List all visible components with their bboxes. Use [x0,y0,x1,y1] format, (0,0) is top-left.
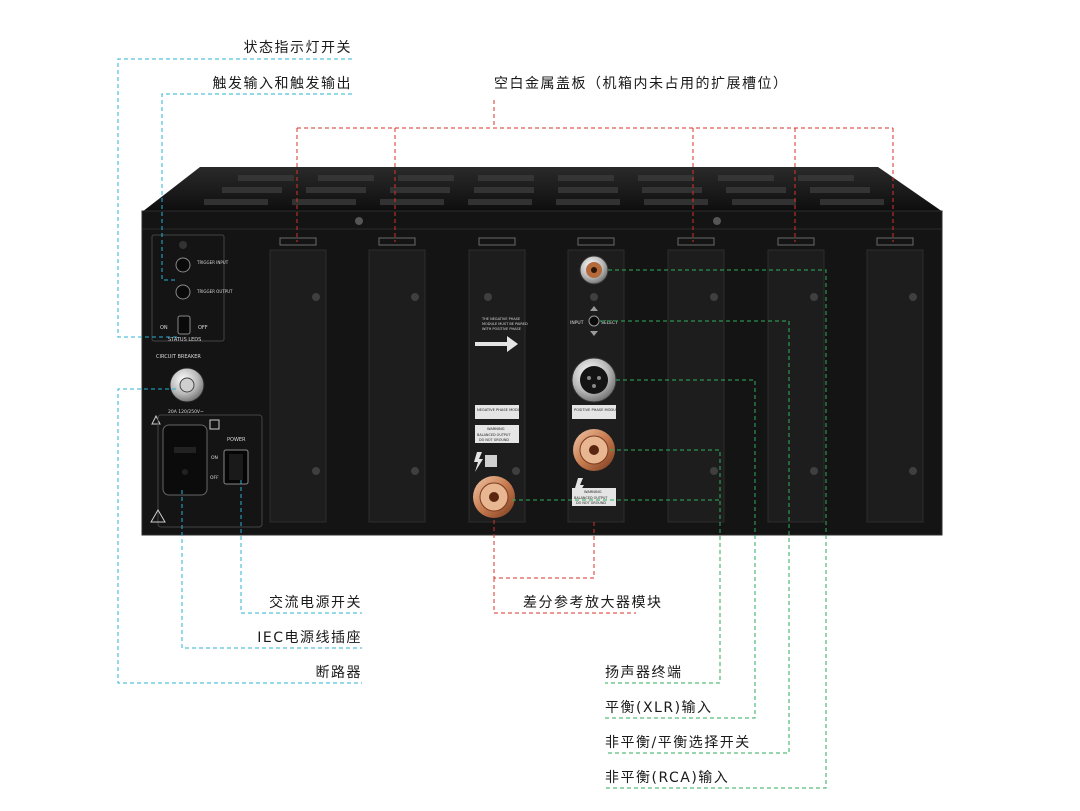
xlr-input-jack[interactable] [571,357,617,403]
negative-phase-module: THE NEGATIVE PHASE MODULE MUST BE PAIRED… [473,317,528,518]
fuse-rating-text: 20A 120/250V~ [168,409,204,415]
blank-cover-plate [866,237,924,523]
balanced-output-label-pos: BALANCED OUTPUT [574,496,608,500]
top-screw [713,217,721,225]
status-leds-text: STATUS LEDS [168,337,201,343]
callout-speaker-terminals: 扬声器终端 [605,665,683,681]
leader-lines [117,58,894,789]
blank-cover-plate [667,237,725,523]
positive-phase-label: POSITIVE PHASE MODULE [574,408,621,412]
leader-select [600,320,790,754]
callout-blank-cover: 空白金属盖板（机箱内未占用的扩展槽位） [494,76,789,92]
callout-input-select-switch: 非平衡/平衡选择开关 [605,735,751,751]
do-not-ground-label-neg: DO NOT GROUND [479,438,509,442]
ground-symbol-icon [209,419,220,430]
leader-trigger [161,93,352,281]
leader-iec [181,490,362,649]
callout-ac-power-switch: 交流电源开关 [269,594,362,611]
callout-iec-inlet: IEC电源线插座 [257,630,362,646]
hazard-icon [150,509,166,523]
leader-speaker [605,449,721,684]
top-vent-slots [204,175,884,205]
callout-labels: 状态指示灯开关 触发输入和触发输出 空白金属盖板（机箱内未占用的扩展槽位） 交流… [213,40,789,786]
callout-trigger-io: 触发输入和触发输出 [213,76,353,92]
svg-text:WITH POSITIVE PHASE: WITH POSITIVE PHASE [482,327,521,331]
positive-phase-module: INPUT SELECT POSITIVE PHASE MODULE WARNI… [570,255,621,506]
do-not-ground-label-pos: DO NOT GROUND [576,501,606,505]
status-off-text: OFF [198,325,208,331]
leader-power-switch [240,480,362,614]
power-text: POWER [227,437,246,443]
trigger-input-text: TRIGGER INPUT [196,260,229,265]
svg-text:MODULE MUST BE PAIRED: MODULE MUST BE PAIRED [482,322,528,326]
trigger-input-jack[interactable] [175,257,191,273]
status-led-switch[interactable] [177,315,191,335]
callout-xlr-input: 平衡(XLR)输入 [605,700,713,716]
balanced-output-label-neg: BALANCED OUTPUT [477,433,511,437]
input-select-switch[interactable] [588,315,600,327]
callout-breaker: 断路器 [316,665,363,681]
callout-diff-amp-module: 差分参考放大器模块 [523,594,663,611]
select-text: SELECT [601,320,618,326]
input-text: INPUT [570,320,584,326]
top-screw [355,217,363,225]
blank-cover-plate [368,237,426,523]
blank-cover-plate [767,237,825,523]
speaker-terminal-negative[interactable] [473,476,515,518]
warning-label-pos: WARNING [584,490,602,494]
leader-diff-amp [493,520,595,579]
status-on-text: ON [160,325,168,331]
trigger-output-text: TRIGGER OUTPUT [196,289,233,294]
leader-rca [605,269,827,789]
callout-status-led-switch: 状态指示灯开关 [244,40,353,56]
iec-inlet[interactable] [162,424,208,496]
leader-xlr [605,379,756,719]
arrow-right-icon [475,336,518,352]
circuit-breaker-text: CIRCUIT BREAKER [156,354,201,360]
blank-cover-plate [269,237,327,523]
callout-rca-input: 非平衡(RCA)输入 [605,770,729,786]
speaker-terminal-positive[interactable] [573,429,615,471]
power-on-text: ON [211,455,218,461]
left-control-section: TRIGGER INPUT TRIGGER OUTPUT ON OFF STAT… [150,234,263,528]
power-off-text: OFF [210,475,219,481]
negative-phase-label: NEGATIVE PHASE MODULE [477,408,525,412]
leader-breaker [117,388,362,684]
trigger-output-jack[interactable] [175,284,191,300]
lightning-icon [474,452,483,472]
warning-label-neg: WARNING [487,427,505,431]
amplifier-chassis: TRIGGER INPUT TRIGGER OUTPUT ON OFF STAT… [141,167,943,536]
svg-text:THE NEGATIVE PHASE: THE NEGATIVE PHASE [481,317,520,321]
leader-status-led [117,58,352,338]
